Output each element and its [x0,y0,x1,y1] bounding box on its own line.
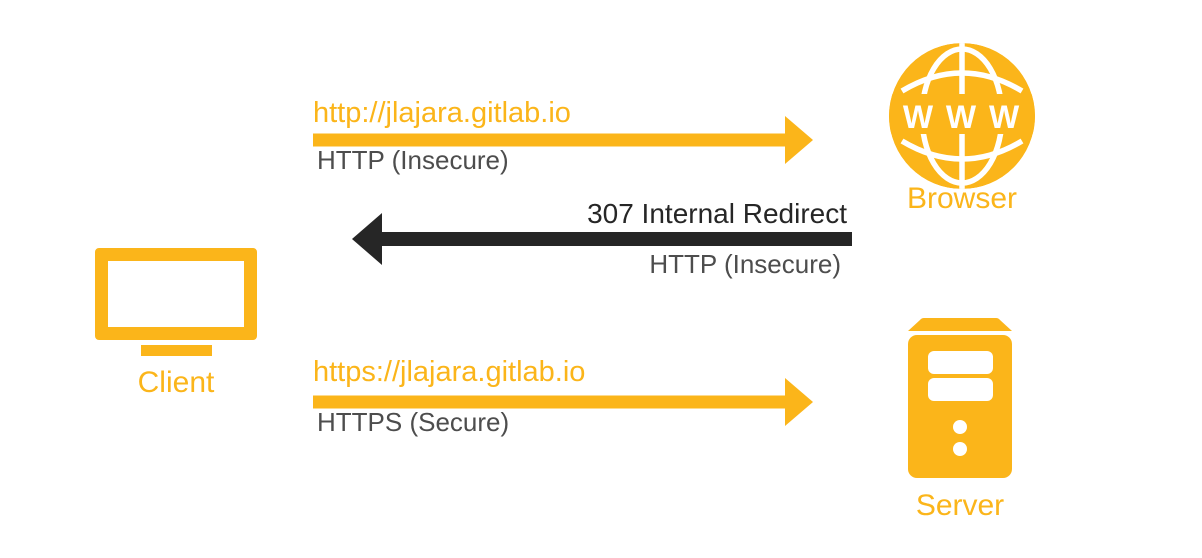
browser-node: W W W [888,42,1036,195]
monitor-stand [140,345,212,356]
server-node [908,318,1012,483]
redirect-status: 307 Internal Redirect [587,198,847,229]
monitor-icon [95,248,257,356]
https-request-protocol: HTTPS (Secure) [317,407,510,437]
monitor-screen [95,248,257,340]
server-label: Server [915,489,1005,522]
client-label: Client [137,366,215,399]
https-request-arrow [313,378,813,426]
http-request-arrow [313,116,813,164]
http-request-protocol: HTTP (Insecure) [317,145,509,175]
server-tower-icon [908,318,1012,478]
redirect-arrow [352,213,852,265]
browser-label: Browser [906,182,1018,215]
https-request-url: https://jlajara.gitlab.io [313,356,586,388]
http-request-url: http://jlajara.gitlab.io [313,97,571,129]
globe-www-icon: W W W [889,43,1035,189]
redirect-protocol: HTTP (Insecure) [649,249,841,279]
globe-www-text: W W W [903,99,1021,135]
client-node [95,248,257,356]
